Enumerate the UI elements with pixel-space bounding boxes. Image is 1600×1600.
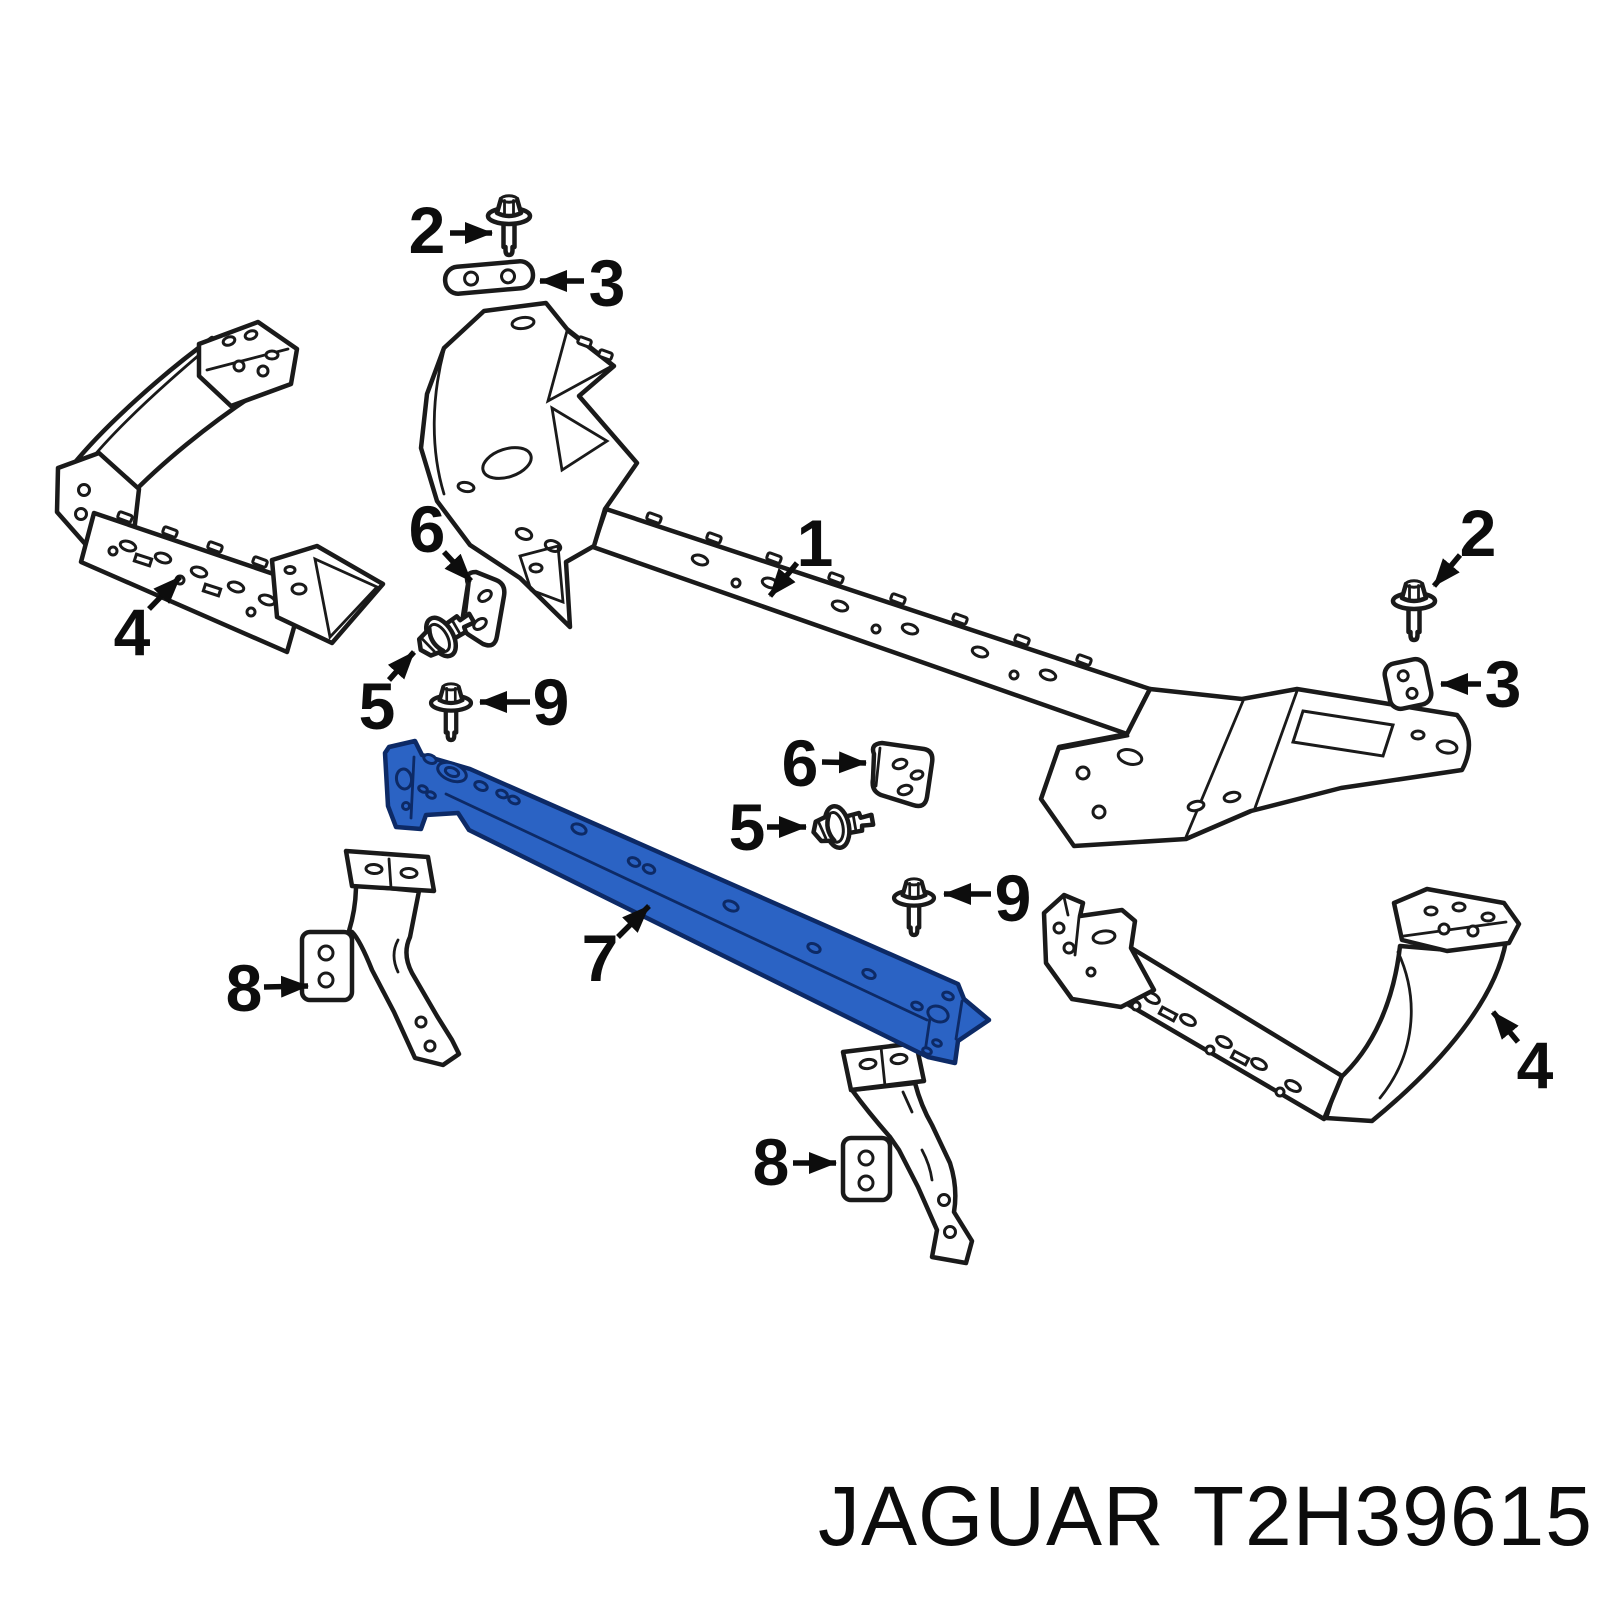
part-5-washer-bolt-center: [810, 800, 876, 852]
callout-8-left: 8: [226, 951, 309, 1025]
callout-3-top: 3: [539, 246, 626, 320]
part-7-lower-crossmember-highlighted: [382, 738, 992, 1066]
part-6-plate-left: [460, 569, 507, 648]
callout-3-right: 3: [1440, 647, 1522, 721]
callout-1-label: 1: [797, 506, 834, 580]
part-4-side-support-right: [1041, 886, 1522, 1124]
callout-4-right: 4: [1490, 1010, 1554, 1102]
callout-4-right-label: 4: [1517, 1028, 1554, 1102]
callout-2-right-label: 2: [1460, 496, 1497, 570]
callout-6-left-arrow: [441, 550, 474, 583]
brand-text: JAGUAR: [818, 1469, 1165, 1563]
callout-5-center: 5: [729, 790, 807, 864]
callout-5-center-label: 5: [729, 790, 766, 864]
callout-8-center-label: 8: [753, 1125, 790, 1199]
part-number-text: T2H39615: [1192, 1469, 1593, 1563]
callout-4-left: 4: [114, 575, 182, 669]
part-6-plate-center: [870, 740, 935, 809]
part-9-bolt-center: [894, 879, 934, 935]
part-2-bolt-right: [1393, 581, 1435, 640]
callout-4-left-arrow: [147, 575, 182, 611]
part-3-spacer-plate-top: [442, 259, 536, 296]
callout-5-left-arrow: [386, 650, 417, 682]
callout-6-center-arrow: [821, 751, 867, 774]
part-4-side-support-left: [54, 319, 386, 655]
callout-7: 7: [582, 904, 651, 995]
callout-3-right-label: 3: [1485, 647, 1522, 721]
callout-7-label: 7: [582, 921, 619, 995]
callout-5-left-label: 5: [359, 669, 396, 743]
callout-9-left: 9: [479, 665, 570, 739]
callout-2-top: 2: [409, 193, 493, 267]
part-8-bracket-center: [840, 1040, 975, 1266]
callout-9-left-label: 9: [533, 665, 570, 739]
callout-6-left: 6: [409, 492, 474, 583]
callout-6-center-label: 6: [782, 726, 819, 800]
callout-8-left-label: 8: [226, 951, 263, 1025]
callout-3-top-label: 3: [589, 246, 626, 320]
callout-2-right-arrow: [1431, 553, 1463, 588]
callout-6-left-label: 6: [409, 492, 446, 566]
callout-8-center: 8: [753, 1125, 837, 1199]
part-3-spacer-plate-right: [1382, 656, 1434, 712]
callout-1: 1: [767, 506, 834, 598]
callout-4-left-label: 4: [114, 595, 151, 669]
callout-9-center-label: 9: [995, 861, 1032, 935]
part-1-upper-crossmember: [418, 300, 1472, 849]
part-2-bolt-top: [488, 196, 530, 255]
callout-2-right: 2: [1431, 496, 1497, 588]
callout-5-left: 5: [359, 650, 417, 743]
callout-7-arrow: [616, 904, 651, 939]
callout-6-center: 6: [782, 726, 867, 800]
callout-4-right-arrow: [1490, 1010, 1521, 1044]
part-8-bracket-left: [299, 848, 462, 1068]
part-9-bolt-left: [431, 684, 471, 740]
callout-2-top-label: 2: [409, 193, 446, 267]
callout-9-center: 9: [943, 861, 1032, 935]
callout-1-arrow: [767, 561, 800, 598]
callout-8-left-arrow: [263, 975, 309, 998]
